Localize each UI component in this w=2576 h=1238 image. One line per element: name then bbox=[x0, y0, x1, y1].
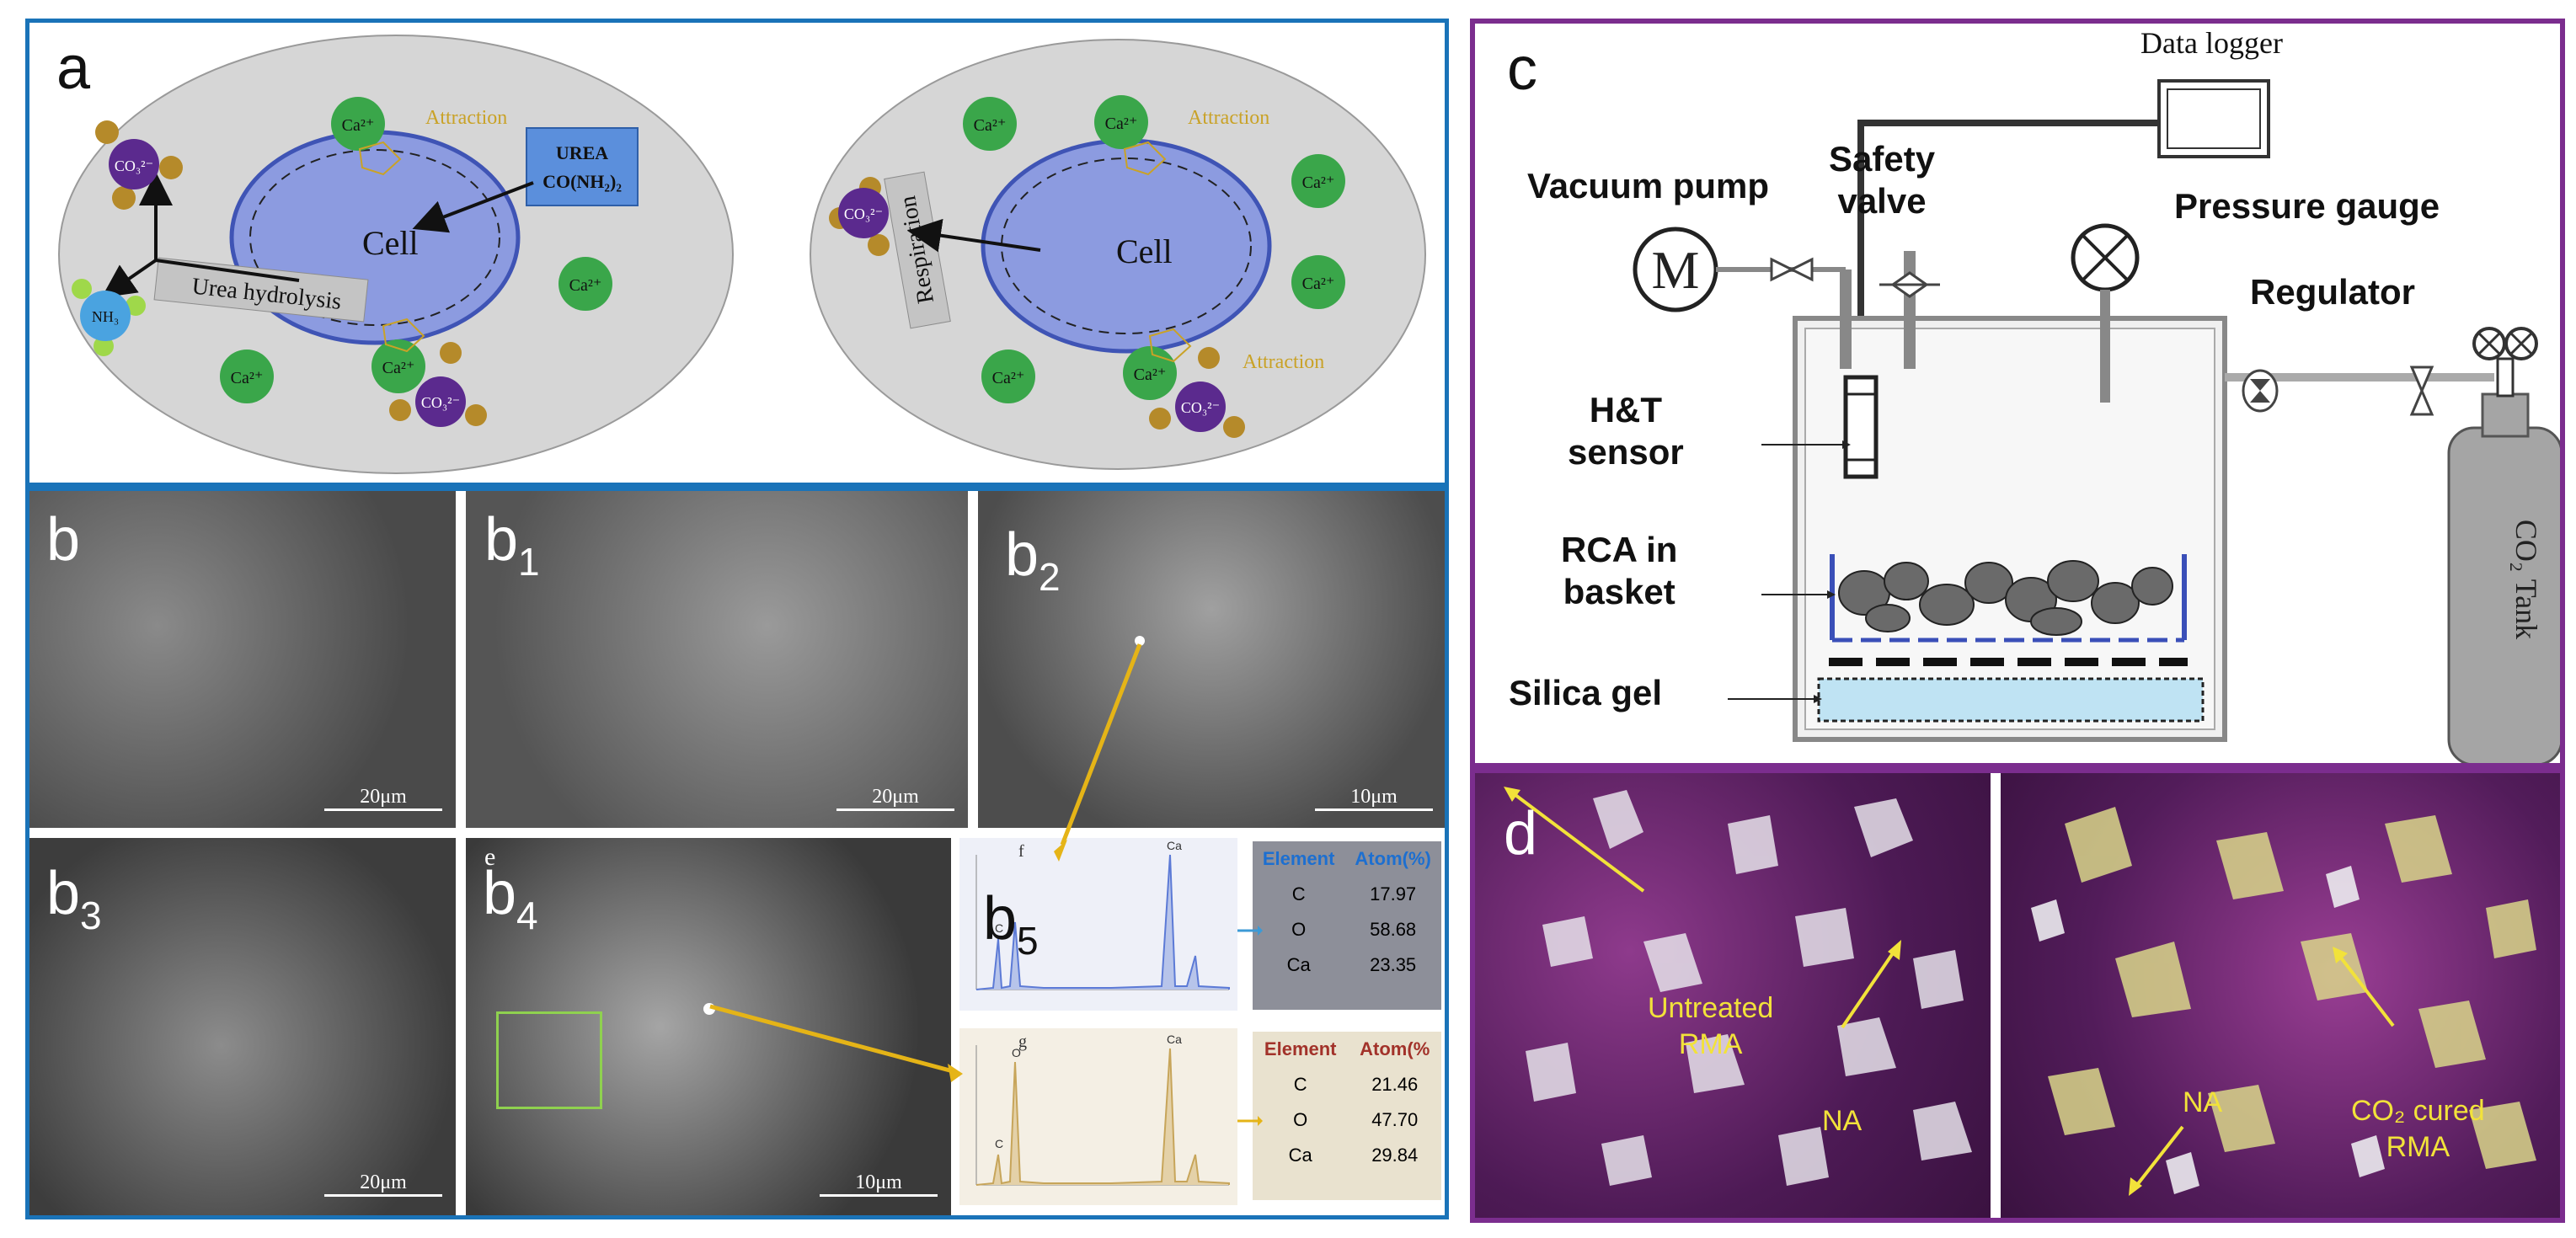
left-co3-molecule: CO₃²⁻ bbox=[95, 120, 183, 210]
svg-text:Ca²⁺: Ca²⁺ bbox=[1105, 115, 1138, 133]
svg-text:Ca²⁺: Ca²⁺ bbox=[231, 369, 264, 387]
pressure-gauge-label: Pressure gauge bbox=[2174, 186, 2440, 226]
sem-tile-b4: e b4 10μm bbox=[466, 838, 951, 1215]
panel-a: a Cell UREA CO(NH₂)₂ Urea hydrolysis bbox=[25, 19, 1449, 487]
svg-text:Ca: Ca bbox=[1167, 1033, 1182, 1046]
scalebar: 20μm bbox=[324, 786, 442, 811]
sem-tile-b3: b3 20μm bbox=[29, 838, 456, 1215]
svg-text:Ca²⁺: Ca²⁺ bbox=[382, 359, 415, 377]
svg-text:CO₃²⁻: CO₃²⁻ bbox=[421, 394, 460, 411]
scalebar: 10μm bbox=[820, 1171, 938, 1197]
svg-text:Ca²⁺: Ca²⁺ bbox=[1134, 366, 1167, 384]
svg-text:Ca: Ca bbox=[1167, 839, 1182, 852]
svg-text:M: M bbox=[1652, 240, 1700, 300]
sem-tile-b2: b2 10μm bbox=[978, 491, 1445, 828]
rca-aggregates bbox=[1838, 560, 2173, 636]
panel-d-letter: d bbox=[1504, 800, 1538, 867]
svg-text:C: C bbox=[995, 921, 1003, 935]
svg-text:UREA: UREA bbox=[556, 142, 608, 163]
svg-text:f: f bbox=[1018, 842, 1024, 861]
svg-text:C: C bbox=[995, 1137, 1003, 1150]
mechanism-diagram: Cell UREA CO(NH₂)₂ Urea hydrolysis CO₃²⁻… bbox=[58, 35, 1426, 474]
silica-gel-label: Silica gel bbox=[1509, 673, 1663, 712]
left-attraction-label: Attraction bbox=[425, 107, 507, 129]
data-logger-label: Data logger bbox=[2140, 26, 2283, 60]
svg-text:CO₃²⁻: CO₃²⁻ bbox=[115, 157, 153, 174]
panel-a-letter: a bbox=[56, 35, 91, 102]
sem-tile-b1: b1 20μm bbox=[466, 491, 968, 828]
eds-spectrum-g: g C O Ca bbox=[959, 1028, 1237, 1205]
highlight-box bbox=[496, 1011, 602, 1109]
silica-gel-tray bbox=[1817, 677, 2205, 723]
right-attraction-bottom-label: Attraction bbox=[1243, 351, 1324, 373]
svg-text:NH₃: NH₃ bbox=[92, 308, 119, 325]
svg-text:Ca²⁺: Ca²⁺ bbox=[1302, 275, 1335, 293]
panel-c: c M bbox=[1470, 19, 2565, 768]
scalebar: 10μm bbox=[1315, 786, 1433, 811]
right-attraction-top-label: Attraction bbox=[1188, 107, 1269, 129]
scalebar: 20μm bbox=[836, 786, 954, 811]
panel-b: b 20μm b1 20μm b2 10μm b3 20μm e b4 10μm… bbox=[25, 487, 1449, 1219]
svg-text:Ca²⁺: Ca²⁺ bbox=[1302, 173, 1335, 192]
carbonation-apparatus: M CO₂ Tank bbox=[1633, 79, 2560, 763]
right-ca-ions: Ca²⁺ Ca²⁺ Ca²⁺ Ca²⁺ Ca²⁺ Ca²⁺ bbox=[963, 95, 1345, 403]
svg-text:CO₃²⁻: CO₃²⁻ bbox=[844, 205, 883, 222]
urea-box bbox=[526, 127, 639, 206]
svg-text:Ca²⁺: Ca²⁺ bbox=[569, 276, 602, 295]
right-co3-molecule: CO₃²⁻ bbox=[829, 177, 890, 256]
regulator-label: Regulator bbox=[2250, 272, 2416, 312]
left-cell-label: Cell bbox=[362, 224, 419, 262]
tile-b5-letter: b5 bbox=[983, 885, 1039, 963]
svg-text:Ca²⁺: Ca²⁺ bbox=[974, 116, 1007, 135]
svg-text:CO(NH₂)₂: CO(NH₂)₂ bbox=[542, 171, 622, 192]
left-ca-ions: Ca²⁺ Ca²⁺ Ca²⁺ Ca²⁺ bbox=[220, 97, 612, 403]
aggregate-particles bbox=[1504, 787, 2536, 1196]
eds-arrows bbox=[709, 636, 1145, 1082]
svg-text:g: g bbox=[1018, 1033, 1027, 1051]
data-logger-box bbox=[2157, 79, 2270, 158]
right-cell-label: Cell bbox=[1116, 232, 1173, 270]
na-left-label: NA bbox=[1822, 1105, 1863, 1137]
co2-tank-label: CO₂ Tank bbox=[2509, 520, 2543, 639]
panel-c-letter: c bbox=[1507, 35, 1537, 103]
svg-text:Ca²⁺: Ca²⁺ bbox=[342, 116, 375, 135]
na-right-label: NA bbox=[2183, 1086, 2223, 1118]
eds-spectrum-f: f C Ca bbox=[959, 838, 1237, 1011]
svg-text:CO₃²⁻: CO₃²⁻ bbox=[1181, 399, 1220, 416]
scalebar: 20μm bbox=[324, 1171, 442, 1197]
svg-text:O: O bbox=[1012, 1046, 1021, 1059]
svg-text:Ca²⁺: Ca²⁺ bbox=[992, 369, 1025, 387]
sem-tile-b: b 20μm bbox=[29, 491, 456, 828]
nh3-molecule: NH₃ bbox=[72, 279, 146, 356]
vacuum-pump-label: Vacuum pump bbox=[1527, 166, 1770, 205]
ht-sensor-icon bbox=[1843, 375, 1879, 479]
